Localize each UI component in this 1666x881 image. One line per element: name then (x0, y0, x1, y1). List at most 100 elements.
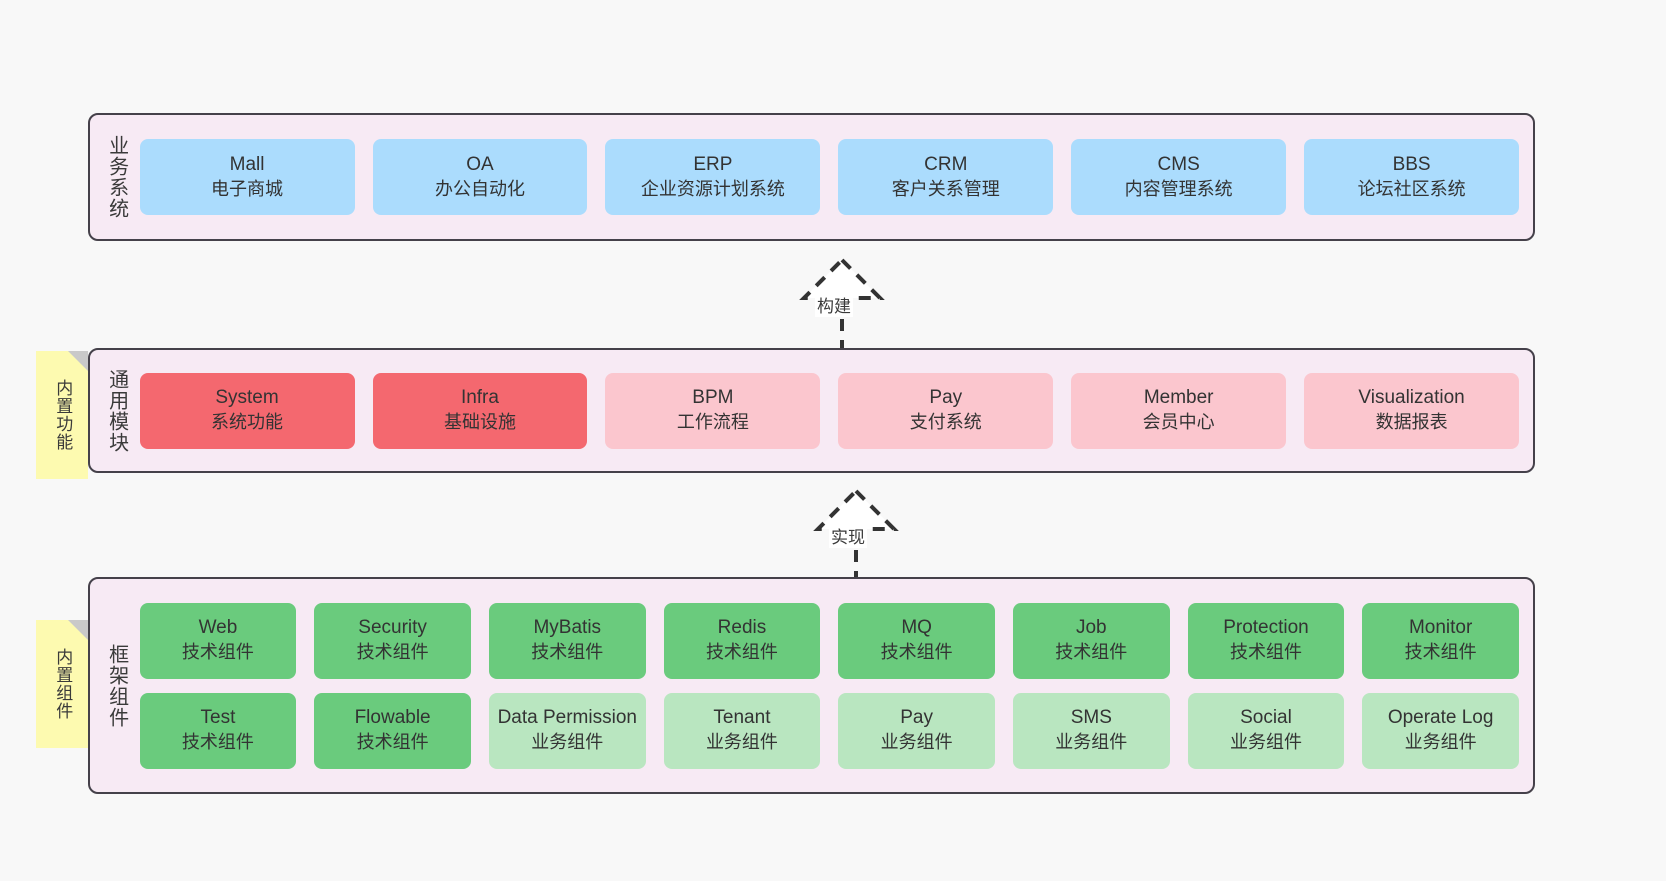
card-title: Pay (900, 707, 933, 729)
card-job[interactable]: Job 技术组件 (1012, 602, 1170, 679)
card-security[interactable]: Security 技术组件 (314, 602, 471, 679)
card-subtitle: 企业资源计划系统 (640, 178, 785, 199)
card-title: Monitor (1408, 617, 1473, 639)
card-title: ERP (693, 153, 733, 175)
card-operate-log[interactable]: Operate Log 业务组件 (1362, 692, 1519, 769)
card-test[interactable]: Test 技术组件 (139, 692, 297, 769)
card-title: MyBatis (533, 617, 602, 639)
card-bbs[interactable]: BBS 论坛社区系统 (1304, 139, 1520, 215)
card-member[interactable]: Member 会员中心 (1071, 372, 1287, 449)
layer-business-systems: 业务系统 Mall 电子商城 OA 办公自动化 ERP 企业资源计划系统 CRM… (88, 113, 1535, 241)
card-bpm[interactable]: BPM 工作流程 (605, 372, 821, 449)
card-mall[interactable]: Mall 电子商城 (139, 139, 355, 215)
card-title: Social (1240, 707, 1292, 729)
card-subtitle: 业务组件 (705, 732, 778, 753)
card-subtitle: 业务组件 (1404, 732, 1477, 753)
layer-framework-components: 框架组件 Web 技术组件 Security 技术组件 MyBatis 技术组件… (88, 577, 1535, 794)
layer-common-modules: 通用模块 System 系统功能 Infra 基础设施 BPM 工作流程 Pay… (88, 348, 1535, 473)
card-title: BBS (1392, 153, 1431, 175)
card-subtitle: 业务组件 (1055, 732, 1128, 753)
card-web[interactable]: Web 技术组件 (139, 602, 297, 679)
card-title: Mall (229, 153, 265, 175)
card-protection[interactable]: Protection 技术组件 (1187, 602, 1345, 679)
card-pay-component[interactable]: Pay 业务组件 (838, 692, 995, 769)
card-subtitle: 基础设施 (443, 412, 516, 433)
card-mybatis[interactable]: MyBatis 技术组件 (488, 602, 646, 679)
layer-body-business-systems: Mall 电子商城 OA 办公自动化 ERP 企业资源计划系统 CRM 客户关系… (136, 139, 1533, 215)
connector-realize: 实现 (766, 488, 946, 581)
sticky-note-label: 内置组件 (53, 648, 73, 720)
card-subtitle: 技术组件 (1229, 642, 1302, 663)
card-title: CRM (924, 153, 968, 175)
card-subtitle: 电子商城 (211, 178, 284, 199)
card-title: CMS (1157, 153, 1200, 175)
card-subtitle: 技术组件 (356, 732, 429, 753)
card-subtitle: 数据报表 (1375, 412, 1448, 433)
card-crm[interactable]: CRM 客户关系管理 (838, 139, 1054, 215)
card-flowable[interactable]: Flowable 技术组件 (314, 692, 471, 769)
card-title: Tenant (713, 707, 771, 729)
card-infra[interactable]: Infra 基础设施 (372, 372, 588, 449)
card-subtitle: 技术组件 (880, 642, 953, 663)
card-system[interactable]: System 系统功能 (139, 372, 355, 449)
sticky-fold-icon (68, 351, 88, 371)
card-sms[interactable]: SMS 业务组件 (1012, 692, 1170, 769)
card-title: Security (358, 617, 427, 639)
card-title: Protection (1223, 617, 1309, 639)
card-title: Job (1075, 617, 1107, 639)
card-subtitle: 技术组件 (1055, 642, 1128, 663)
card-oa[interactable]: OA 办公自动化 (372, 139, 588, 215)
sticky-note-label: 内置功能 (53, 379, 73, 451)
card-subtitle: 技术组件 (1404, 642, 1477, 663)
card-title: Visualization (1358, 387, 1465, 409)
connector-build: 构建 (752, 257, 932, 350)
card-pay-module[interactable]: Pay 支付系统 (838, 372, 1054, 449)
card-title: OA (466, 153, 494, 175)
card-subtitle: 内容管理系统 (1124, 178, 1233, 199)
card-subtitle: 技术组件 (531, 642, 604, 663)
card-row: Mall 电子商城 OA 办公自动化 ERP 企业资源计划系统 CRM 客户关系… (139, 139, 1520, 215)
sticky-fold-icon (68, 620, 88, 640)
card-title: Operate Log (1387, 707, 1494, 729)
card-title: MQ (901, 617, 932, 639)
card-subtitle: 会员中心 (1142, 412, 1215, 433)
card-title: SMS (1070, 707, 1112, 729)
card-subtitle: 系统功能 (211, 412, 284, 433)
layer-caption-common-modules: 通用模块 (105, 368, 128, 453)
connector-label: 构建 (815, 292, 853, 317)
card-erp[interactable]: ERP 企业资源计划系统 (605, 139, 821, 215)
card-title: Pay (929, 387, 963, 409)
layer-body-framework-components: Web 技术组件 Security 技术组件 MyBatis 技术组件 Redi… (136, 602, 1533, 769)
card-title: System (215, 387, 279, 409)
card-data-permission[interactable]: Data Permission 业务组件 (488, 692, 646, 769)
card-subtitle: 支付系统 (909, 412, 982, 433)
card-subtitle: 论坛社区系统 (1357, 178, 1466, 199)
card-tenant[interactable]: Tenant 业务组件 (663, 692, 821, 769)
layer-body-common-modules: System 系统功能 Infra 基础设施 BPM 工作流程 Pay 支付系统… (136, 372, 1533, 449)
card-visualization[interactable]: Visualization 数据报表 (1304, 372, 1520, 449)
card-subtitle: 办公自动化 (434, 178, 525, 199)
card-subtitle: 技术组件 (181, 732, 254, 753)
card-title: Flowable (354, 707, 431, 729)
card-row: Web 技术组件 Security 技术组件 MyBatis 技术组件 Redi… (139, 602, 1519, 679)
card-subtitle: 业务组件 (531, 732, 604, 753)
layer-caption-business-systems: 业务系统 (105, 135, 128, 219)
card-row: System 系统功能 Infra 基础设施 BPM 工作流程 Pay 支付系统… (139, 372, 1520, 449)
card-redis[interactable]: Redis 技术组件 (663, 602, 821, 679)
card-cms[interactable]: CMS 内容管理系统 (1071, 139, 1287, 215)
card-title: Web (198, 617, 238, 639)
card-title: Infra (460, 387, 499, 409)
card-subtitle: 客户关系管理 (891, 178, 1000, 199)
card-subtitle: 业务组件 (880, 732, 953, 753)
sticky-note-builtin-features: 内置功能 (36, 351, 88, 479)
card-row: Test 技术组件 Flowable 技术组件 Data Permission … (139, 692, 1519, 769)
card-title: Member (1143, 387, 1214, 409)
card-subtitle: 技术组件 (356, 642, 429, 663)
card-monitor[interactable]: Monitor 技术组件 (1362, 602, 1519, 679)
sticky-note-builtin-components: 内置组件 (36, 620, 88, 748)
card-social[interactable]: Social 业务组件 (1187, 692, 1345, 769)
card-subtitle: 业务组件 (1229, 732, 1302, 753)
card-mq[interactable]: MQ 技术组件 (838, 602, 995, 679)
layer-caption-framework-components: 框架组件 (105, 643, 128, 728)
